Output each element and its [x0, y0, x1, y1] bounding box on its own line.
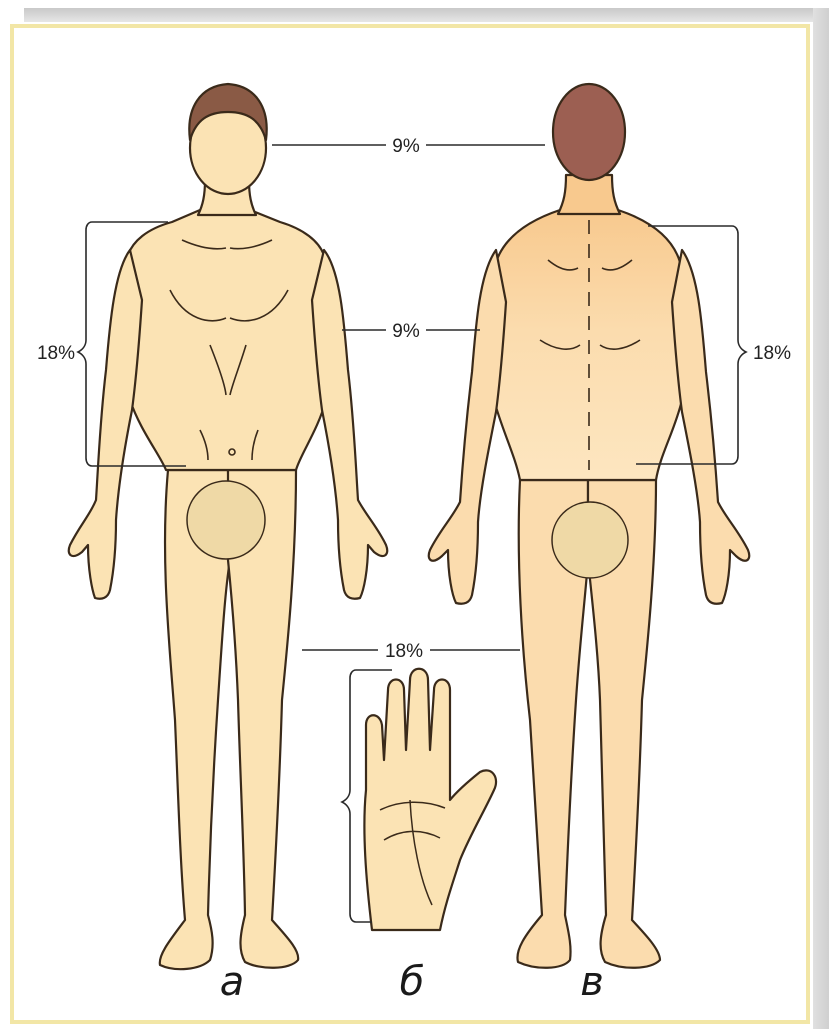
- palm-view-letter: б: [400, 959, 425, 1005]
- front-torso: [124, 210, 331, 470]
- back-censor-circle: [552, 502, 628, 578]
- front-view-letter: а: [220, 959, 245, 1005]
- right-bracket-percent-label: 18%: [753, 343, 791, 364]
- back-torso: [490, 210, 687, 480]
- front-right-arm: [312, 250, 387, 599]
- front-censor-circle: [187, 481, 265, 559]
- back-head: [553, 84, 625, 180]
- back-figure: [429, 84, 750, 968]
- back-left-arm: [429, 250, 506, 604]
- palm-figure: [364, 669, 496, 930]
- palm-shape: [364, 669, 496, 930]
- head-percent-label: 9%: [392, 136, 420, 157]
- legs-percent-label: 18%: [385, 641, 423, 662]
- left-bracket-percent-label: 18%: [37, 343, 75, 364]
- back-view-letter: в: [580, 959, 604, 1005]
- torso-percent-label: 9%: [392, 321, 420, 342]
- front-left-arm: [69, 250, 142, 599]
- front-figure: [69, 84, 388, 969]
